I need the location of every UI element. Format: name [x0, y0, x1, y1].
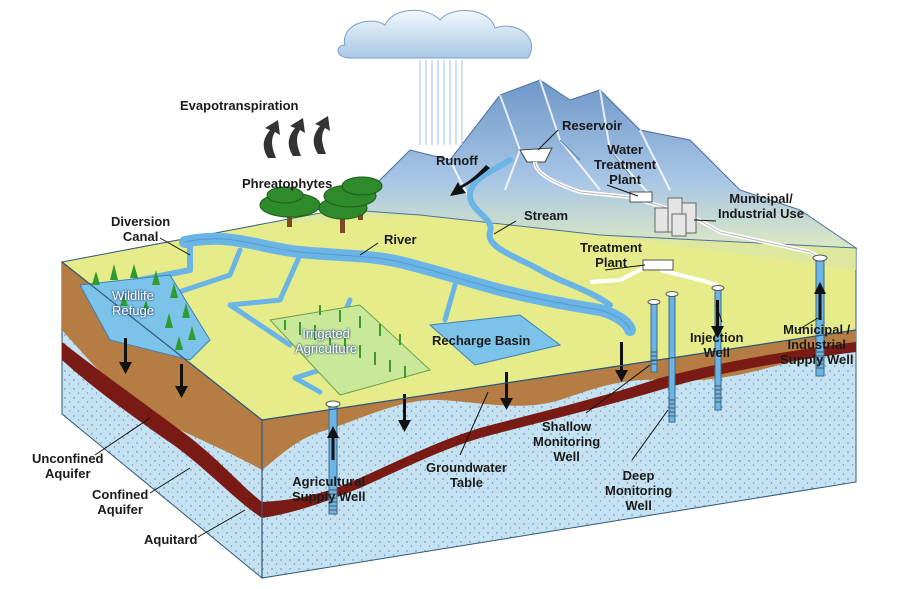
label-treatment-plant: Treatment Plant [580, 240, 643, 270]
label-injection-well: Injection Well [690, 330, 744, 360]
leader-lines [94, 129, 819, 538]
recharge-basin [428, 314, 562, 366]
label-reservoir: Reservoir [562, 118, 622, 133]
label-stream: Stream [524, 208, 569, 223]
label-evapotranspiration: Evapotranspiration [180, 98, 299, 113]
rain-cloud [337, 9, 533, 145]
label-irrigated-agriculture: Irrigated Agriculture [295, 326, 358, 356]
label-deep-monitoring-well: Deep Monitoring Well [605, 468, 673, 513]
label-water-treatment-plant: Water Treatment Plant [594, 142, 657, 187]
label-confined-aquifer: Confined Aquifer [92, 487, 149, 517]
municipal-buildings [654, 197, 697, 237]
label-agricultural-supply-well: Agricultural Supply Well [292, 474, 366, 504]
river [184, 238, 631, 331]
label-river: River [384, 232, 417, 247]
label-diversion-canal: Diversion Canal [111, 214, 171, 244]
flow-arrows [119, 165, 826, 460]
label-runoff: Runoff [436, 153, 478, 168]
treatment-plant [642, 259, 674, 271]
phreatophyte-trees [259, 176, 383, 233]
label-unconfined-aquifer: Unconfined Aquifer [32, 451, 104, 481]
label-phreatophytes: Phreatophytes [242, 176, 333, 191]
reservoir [519, 147, 553, 163]
irrigated-agriculture-field [268, 304, 431, 396]
label-shallow-monitoring-well: Shallow Monitoring Well [533, 419, 601, 464]
label-recharge-basin: Recharge Basin [432, 333, 531, 348]
evapotranspiration-arrows [263, 116, 330, 158]
block-outline [61, 261, 857, 578]
water-treatment-plant [629, 191, 653, 203]
label-aquitard: Aquitard [144, 532, 198, 547]
label-groundwater-table: Groundwater Table [426, 460, 507, 490]
label-municipal-industrial-use: Municipal/ Industrial Use [718, 191, 804, 221]
label-wildlife-refuge: Wildlife Refuge [112, 288, 154, 318]
label-municipal-industrial-supply-well: Municipal / Industrial Supply Well [780, 322, 854, 367]
wildlife-refuge [79, 264, 211, 361]
